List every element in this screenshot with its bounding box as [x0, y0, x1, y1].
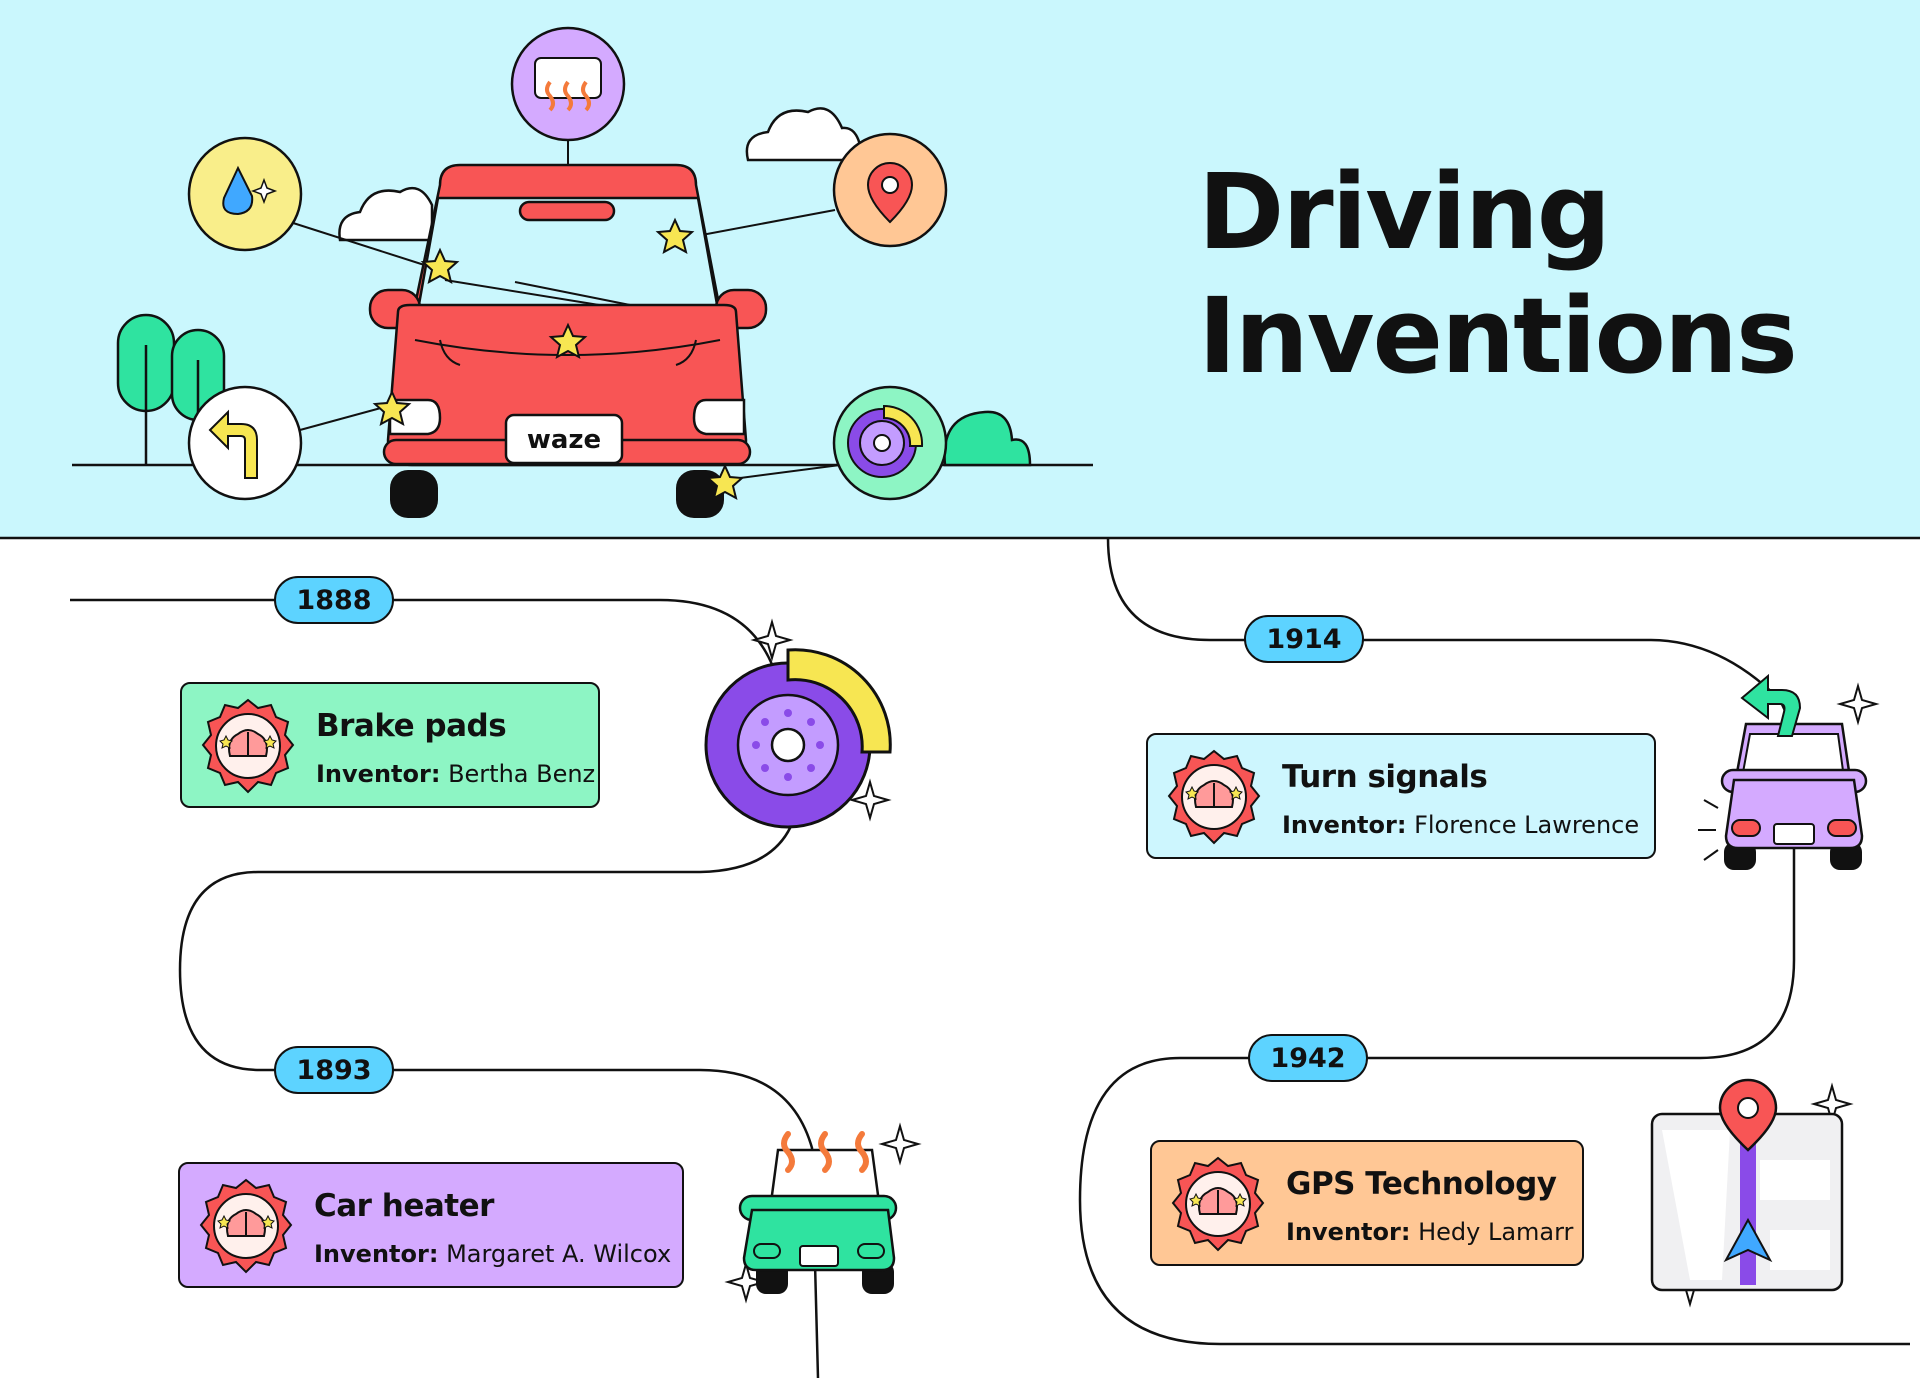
invention-card-turn-signals: Turn signals Inventor: Florence Lawrence — [1146, 733, 1656, 859]
invention-inventor: Inventor: Hedy Lamarr — [1286, 1218, 1573, 1246]
license-plate — [504, 413, 624, 465]
brake-disc-illustration — [704, 648, 892, 829]
year-pill-1914: 1914 — [1244, 615, 1364, 663]
year-pill-1888: 1888 — [274, 576, 394, 624]
wiper-fluid-feature-circle — [187, 136, 303, 252]
year-pill-1893: 1893 — [274, 1046, 394, 1094]
turn-signal-car-illustration — [1698, 673, 1868, 870]
invention-name: Brake pads — [316, 708, 507, 744]
sparkle-icon — [724, 1260, 768, 1304]
timeline-path — [70, 537, 1910, 1378]
turn-arrow-icon — [1740, 673, 1802, 737]
invention-name: Turn signals — [1282, 759, 1488, 795]
invention-inventor: Inventor: Bertha Benz — [316, 760, 595, 788]
invention-inventor: Inventor: Florence Lawrence — [1282, 811, 1639, 839]
inventor-label: Inventor: — [1282, 811, 1407, 839]
sparkle-icon — [750, 618, 794, 662]
cloud-icon — [745, 107, 864, 162]
star-icon — [372, 389, 412, 426]
cloud-icon — [338, 186, 434, 242]
award-badge-icon — [1167, 749, 1261, 845]
invention-card-brake-pads: Brake pads Inventor: Bertha Benz — [180, 682, 600, 808]
heater-car-illustration — [738, 1131, 898, 1294]
inventor-name: Bertha Benz — [448, 760, 596, 788]
inventor-name: Florence Lawrence — [1414, 811, 1640, 839]
invention-card-car-heater: Car heater Inventor: Margaret A. Wilcox — [178, 1162, 684, 1288]
award-badge-icon — [199, 1178, 293, 1274]
navigation-arrow-icon — [1723, 1217, 1773, 1263]
star-icon — [705, 463, 745, 500]
star-icon — [655, 217, 695, 254]
bush-icon — [943, 410, 1032, 467]
turn-feature-circle — [187, 385, 303, 501]
invention-card-gps-technology: GPS Technology Inventor: Hedy Lamarr — [1150, 1140, 1584, 1266]
star-icon — [548, 322, 588, 359]
sparkle-icon — [878, 1122, 922, 1166]
invention-name: GPS Technology — [1286, 1166, 1557, 1202]
red-car-illustration: waze — [368, 163, 768, 518]
heater-feature-circle — [510, 26, 626, 142]
title-line-2: Inventions — [1198, 275, 1798, 397]
award-badge-icon — [201, 698, 295, 794]
brake-feature-circle — [832, 385, 948, 501]
inventor-label: Inventor: — [316, 760, 441, 788]
turn-arrow-icon — [208, 409, 258, 479]
gps-map-illustration — [1650, 1078, 1844, 1292]
award-badge-icon — [1171, 1156, 1265, 1252]
page-title: Driving Inventions — [1198, 150, 1798, 398]
invention-name: Car heater — [314, 1188, 494, 1224]
location-feature-circle — [832, 132, 948, 248]
inventor-label: Inventor: — [1286, 1218, 1411, 1246]
invention-inventor: Inventor: Margaret A. Wilcox — [314, 1240, 671, 1268]
waze-logo: waze — [527, 425, 601, 455]
star-icon — [420, 247, 460, 284]
drop-icon — [222, 165, 254, 216]
year-pill-1942: 1942 — [1248, 1034, 1368, 1082]
inventor-name: Hedy Lamarr — [1418, 1218, 1574, 1246]
inventor-name: Margaret A. Wilcox — [446, 1240, 672, 1268]
sparkle-icon — [848, 778, 892, 822]
title-line-1: Driving — [1198, 151, 1611, 273]
inventor-label: Inventor: — [314, 1240, 439, 1268]
sparkle-icon — [1836, 682, 1880, 726]
